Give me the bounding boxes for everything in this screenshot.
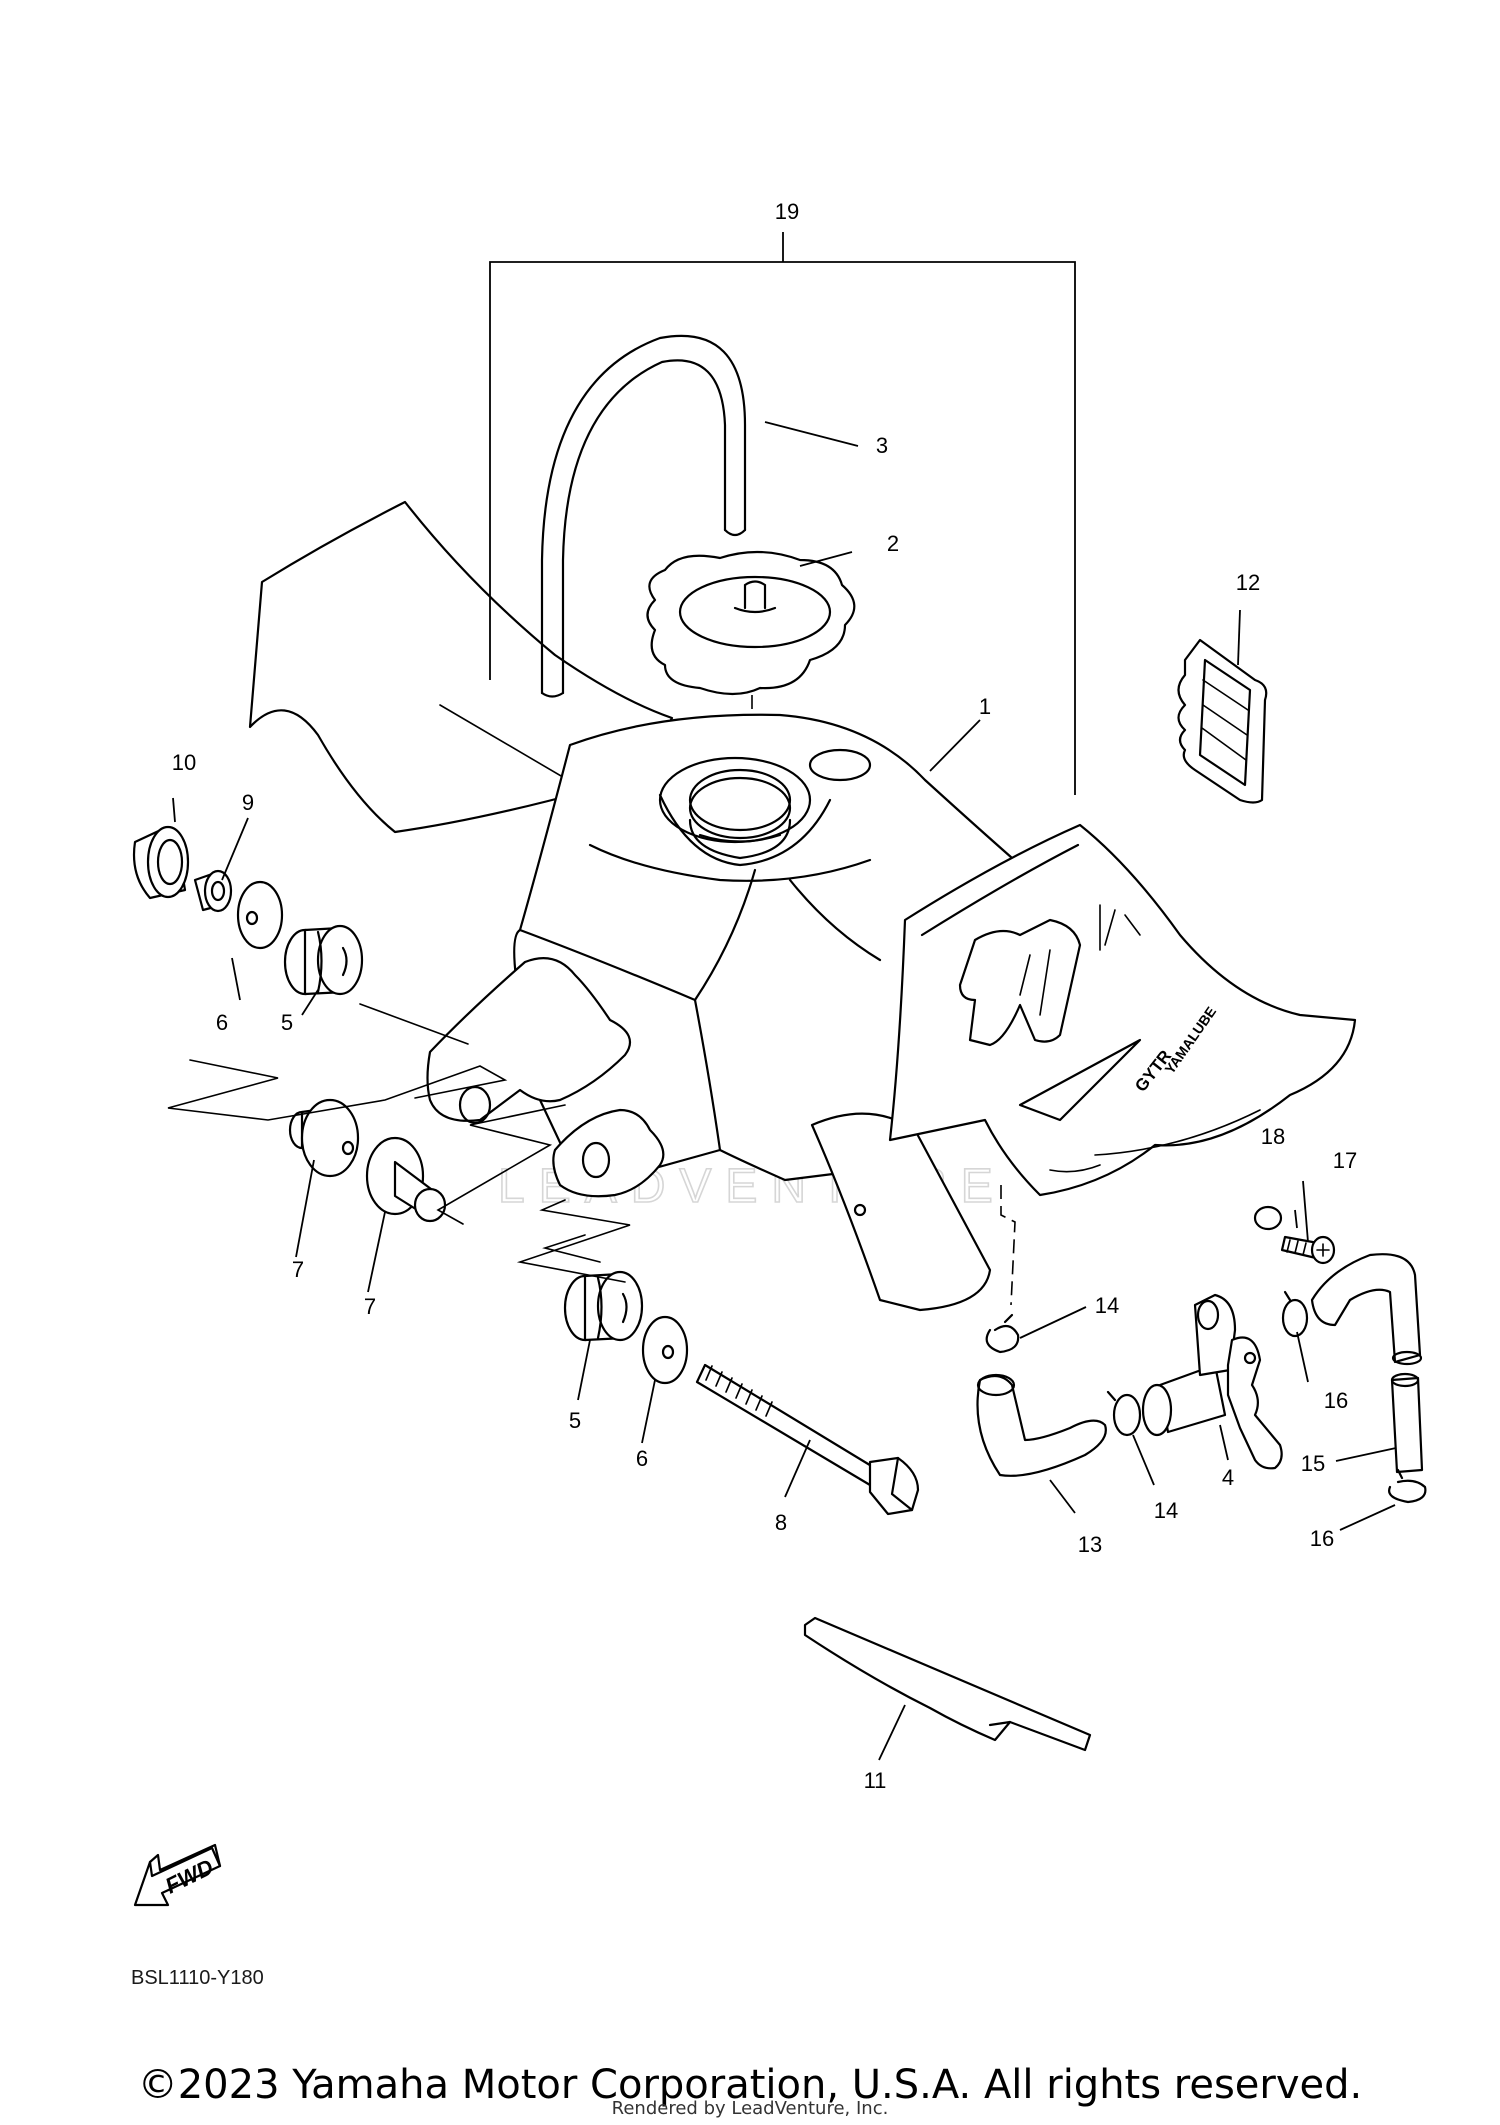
callout-19: 19 xyxy=(775,199,799,224)
collar-7-right xyxy=(365,1136,447,1223)
callout-16-lower: 16 xyxy=(1310,1526,1334,1551)
fwd-arrow-icon: FWD xyxy=(133,1843,222,1907)
callout-14-upper: 14 xyxy=(1095,1293,1119,1318)
callout-1: 1 xyxy=(979,694,991,719)
hose-clip-14-lower xyxy=(1106,1390,1142,1437)
callout-16-upper: 16 xyxy=(1324,1388,1348,1413)
callout-6-lower: 6 xyxy=(636,1446,648,1471)
callout-5-upper: 5 xyxy=(281,1010,293,1035)
collar-7-left xyxy=(288,1098,360,1178)
damper-5-upper xyxy=(283,924,364,996)
shroud-outline xyxy=(248,500,674,834)
callout-3: 3 xyxy=(876,433,888,458)
callout-8: 8 xyxy=(775,1510,787,1535)
callout-18: 18 xyxy=(1261,1124,1285,1149)
bolt-8 xyxy=(695,1363,920,1516)
hose-clip-16-upper xyxy=(1281,1290,1309,1338)
hose-clip-16-lower xyxy=(1388,1468,1427,1504)
diagram-code: BSL1110-Y180 xyxy=(131,1967,264,1989)
callout-6-upper: 6 xyxy=(216,1010,228,1035)
callout-17: 17 xyxy=(1333,1148,1357,1173)
callout-14-lower: 14 xyxy=(1154,1498,1178,1523)
washer-6-upper xyxy=(236,880,284,950)
callout-leaders xyxy=(172,421,1397,1761)
callout-13: 13 xyxy=(1078,1532,1102,1557)
tank-decal: GYTR YAMALUBE xyxy=(888,823,1357,1197)
callout-4: 4 xyxy=(1222,1465,1234,1490)
guard-12 xyxy=(1177,638,1268,804)
fuel-hose-15 xyxy=(1310,1253,1424,1474)
washer-6-lower xyxy=(641,1315,689,1385)
rendered-by-notice: Rendered by LeadVenture, Inc. xyxy=(611,2098,889,2119)
callout-9: 9 xyxy=(242,790,254,815)
callout-7-left: 7 xyxy=(292,1257,304,1282)
callout-numbers: 1 2 3 4 5 5 6 6 7 7 8 9 10 11 12 13 14 1… xyxy=(172,199,1357,1793)
breather-hose-3 xyxy=(540,334,747,698)
callout-15: 15 xyxy=(1301,1451,1325,1476)
collar-9 xyxy=(193,869,233,913)
strap-11 xyxy=(803,1616,1092,1752)
washer-18 xyxy=(1253,1205,1283,1231)
callout-12: 12 xyxy=(1236,570,1260,595)
petcock-4 xyxy=(1141,1293,1283,1470)
mounting-guide-lines xyxy=(167,1003,1016,1306)
callout-10: 10 xyxy=(172,750,196,775)
grommet-10 xyxy=(132,825,190,900)
copyright-notice: ©2023 Yamaha Motor Corporation, U.S.A. A… xyxy=(137,2062,1363,2108)
callout-5-lower: 5 xyxy=(569,1408,581,1433)
callout-7-right: 7 xyxy=(364,1294,376,1319)
assembly-bracket-19 xyxy=(489,232,1076,795)
callout-11: 11 xyxy=(864,1768,887,1793)
hose-clip-14-upper xyxy=(985,1313,1020,1354)
callout-2: 2 xyxy=(887,531,899,556)
screw-17 xyxy=(1280,1235,1336,1265)
damper-5-lower xyxy=(563,1270,644,1342)
fuel-hose-13 xyxy=(976,1373,1107,1477)
